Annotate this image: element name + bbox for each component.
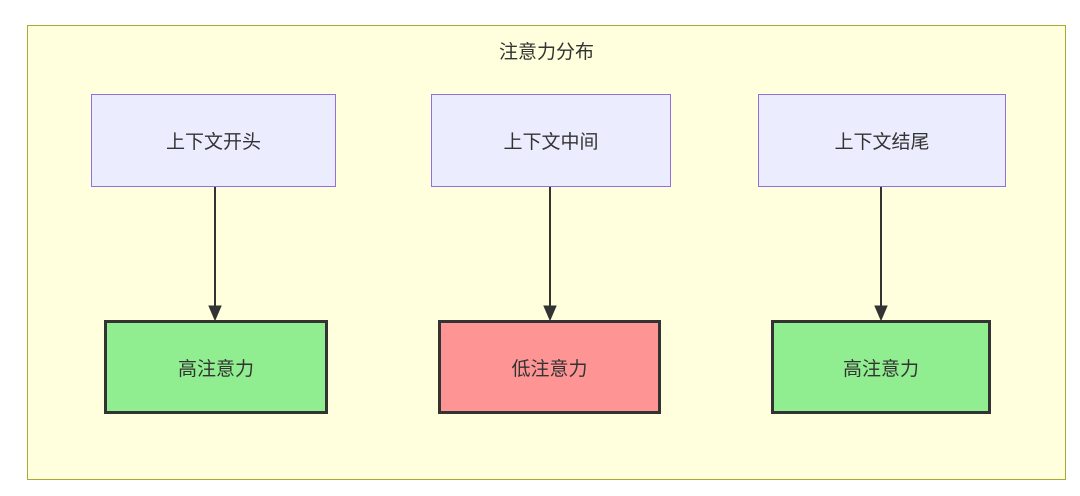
node-high-attention-end-label: 高注意力 <box>842 357 919 380</box>
node-context-end: 上下文结尾 <box>758 94 1006 187</box>
node-context-middle: 上下文中间 <box>431 94 671 187</box>
node-context-middle-label: 上下文中间 <box>503 131 599 153</box>
node-low-attention-middle-label: 低注意力 <box>511 357 588 380</box>
diagram-title: 注意力分布 <box>498 41 594 63</box>
node-high-attention-start-label: 高注意力 <box>177 357 254 380</box>
attention-distribution-container: 注意力分布 上下文开头 上下文中间 上下文结尾 高注意力 低注意力 <box>27 25 1066 480</box>
arrow-down-icon <box>543 187 557 321</box>
node-context-start-label: 上下文开头 <box>165 131 261 153</box>
node-low-attention-middle: 低注意力 <box>438 320 661 414</box>
node-high-attention-start: 高注意力 <box>104 320 328 414</box>
node-high-attention-end: 高注意力 <box>771 320 991 414</box>
node-context-end-label: 上下文结尾 <box>834 131 930 153</box>
arrow-down-icon <box>208 187 222 321</box>
arrow-down-icon <box>874 187 888 321</box>
node-context-start: 上下文开头 <box>91 94 336 187</box>
